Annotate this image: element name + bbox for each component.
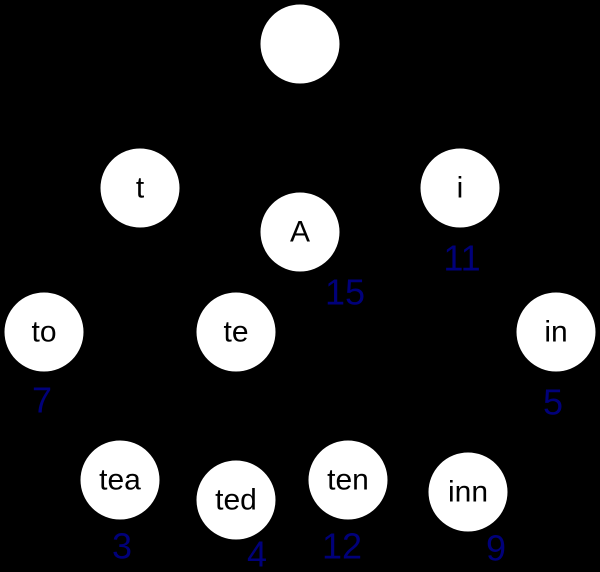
trie-node-to: to 7 bbox=[3, 291, 85, 421]
node-value: 11 bbox=[443, 238, 480, 279]
node-circle bbox=[515, 291, 597, 373]
node-circle bbox=[259, 3, 341, 85]
node-value: 7 bbox=[32, 380, 52, 421]
node-circle bbox=[195, 459, 277, 541]
node-circle bbox=[79, 439, 161, 521]
trie-node-te: te bbox=[195, 291, 277, 373]
trie-node-root bbox=[259, 3, 341, 85]
node-label: ted bbox=[215, 484, 257, 517]
node-value: 5 bbox=[543, 382, 563, 423]
trie-node-ten: ten 12 bbox=[307, 439, 389, 567]
node-value: 3 bbox=[112, 526, 132, 567]
node-label: in bbox=[544, 316, 567, 349]
node-circle bbox=[307, 439, 389, 521]
trie-node-i: i 11 bbox=[419, 147, 501, 279]
node-label: i bbox=[457, 172, 464, 205]
node-circle bbox=[419, 147, 501, 229]
node-label: inn bbox=[448, 476, 488, 509]
node-circle bbox=[3, 291, 85, 373]
node-label: te bbox=[223, 316, 248, 349]
node-circle bbox=[427, 451, 509, 533]
trie-node-A: A 15 bbox=[259, 191, 365, 313]
node-label: tea bbox=[99, 464, 141, 497]
node-label: ten bbox=[327, 464, 369, 497]
node-label: to bbox=[31, 316, 56, 349]
node-value: 12 bbox=[322, 526, 362, 567]
trie-node-ted: ted 4 bbox=[195, 459, 277, 572]
node-label: t bbox=[136, 172, 145, 205]
node-value: 9 bbox=[486, 528, 506, 569]
trie-node-tea: tea 3 bbox=[79, 439, 161, 567]
trie-node-inn: inn 9 bbox=[427, 451, 509, 569]
node-value: 15 bbox=[325, 272, 365, 313]
node-circle bbox=[195, 291, 277, 373]
trie-node-in: in 5 bbox=[515, 291, 597, 423]
node-circle bbox=[99, 147, 181, 229]
node-circle bbox=[259, 191, 341, 273]
node-label: A bbox=[290, 216, 310, 249]
trie-node-t: t bbox=[99, 147, 181, 229]
node-value: 4 bbox=[247, 534, 267, 572]
